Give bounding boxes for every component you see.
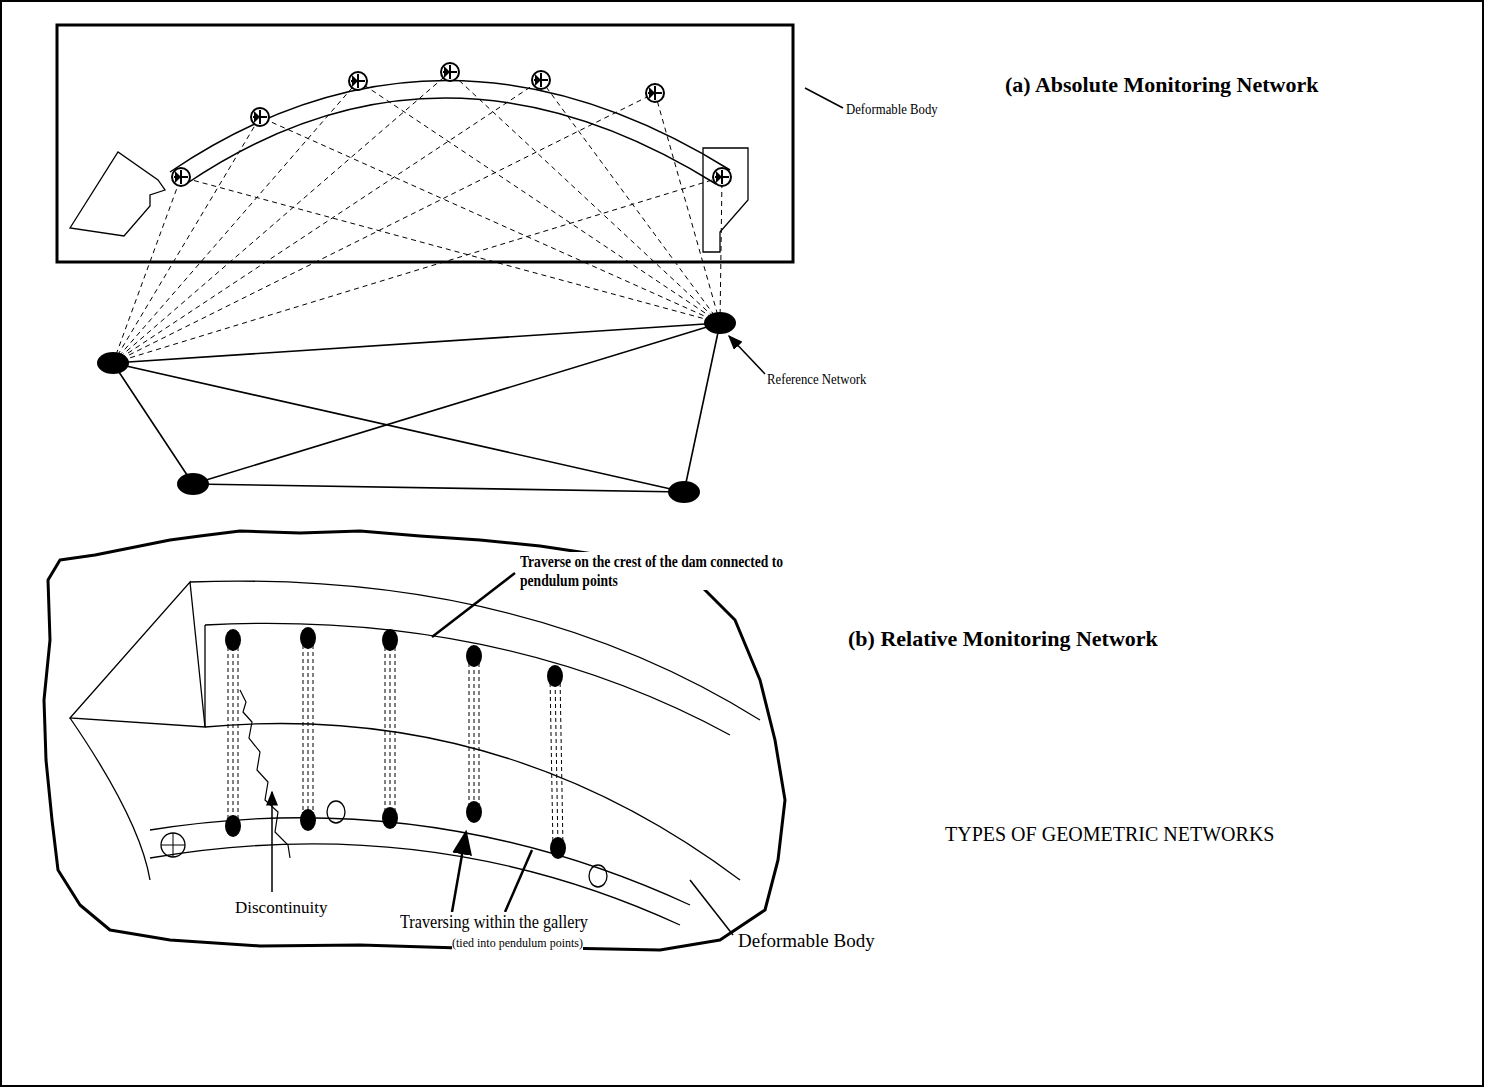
gallery-point [466,801,482,823]
pendulum-line [233,640,234,826]
monitoring-cross [648,86,662,100]
pendulum-line [555,676,558,848]
figure-title: TYPES OF GEOMETRIC NETWORKS [945,822,1274,846]
callout-label: Deformable Body [738,930,875,953]
observation-line [113,93,655,363]
monitoring-fill [444,66,450,78]
monitoring-point [349,72,367,90]
observation-line [720,177,722,323]
pendulum-line [474,656,475,812]
monitoring-fill [716,171,722,183]
callout-label: Traverse on the crest of the dam connect… [520,552,810,590]
gallery-point [225,815,241,837]
callout-note: (tied into pendulum points) [452,936,583,950]
pendulum-line [390,640,391,818]
observation-line [181,177,720,323]
pendulum-line [385,640,386,818]
crest-point [547,665,563,687]
monitoring-fill [649,87,655,99]
pendulum-line [303,638,304,820]
monitoring-fill [254,111,260,123]
monitoring-cross [253,110,267,124]
part-heading: (a) Absolute Monitoring Network [1005,72,1318,98]
monitoring-fill [175,171,181,183]
observation-line [113,177,722,363]
pendulum-line [479,656,480,812]
observation-line [450,72,720,323]
monitoring-fill [535,74,541,86]
pendulum-line [228,640,229,826]
monitoring-point [713,168,731,186]
monitoring-cross [534,73,548,87]
callout-label: Deformable Body [846,100,938,118]
monitoring-point [646,84,664,102]
pendulum-line [313,638,314,820]
observation-line [113,80,541,363]
monitoring-point [251,108,269,126]
monitoring-point [441,63,459,81]
pendulum-line [560,676,563,848]
crest-point [382,629,398,651]
monitoring-point [532,71,550,89]
part-heading: (b) Relative Monitoring Network [848,626,1158,652]
monitoring-cross [715,170,729,184]
monitoring-cross [443,65,457,79]
observation-line [113,177,181,363]
gallery-point [382,807,398,829]
gallery-point [300,809,316,831]
observation-line [541,80,720,323]
gallery-point [550,837,566,859]
monitoring-cross [174,170,188,184]
observation-line [358,81,720,323]
pendulum-line [308,638,309,820]
pendulum-line [238,640,239,826]
observation-line [260,117,720,323]
monitoring-point [172,168,190,186]
crest-point [466,645,482,667]
callout-label: Discontinuity [235,898,328,918]
callout-label: Traversing within the gallery [400,912,588,934]
observation-line [113,72,450,363]
pendulum-line [395,640,396,818]
pendulum-line [469,656,470,812]
monitoring-cross [351,74,365,88]
observation-line [655,93,720,323]
monitoring-fill [352,75,358,87]
pendulum-line [550,676,553,848]
crest-point [225,629,241,651]
callout-label: Reference Network [767,370,866,388]
crest-point [300,627,316,649]
observation-line [113,81,358,363]
